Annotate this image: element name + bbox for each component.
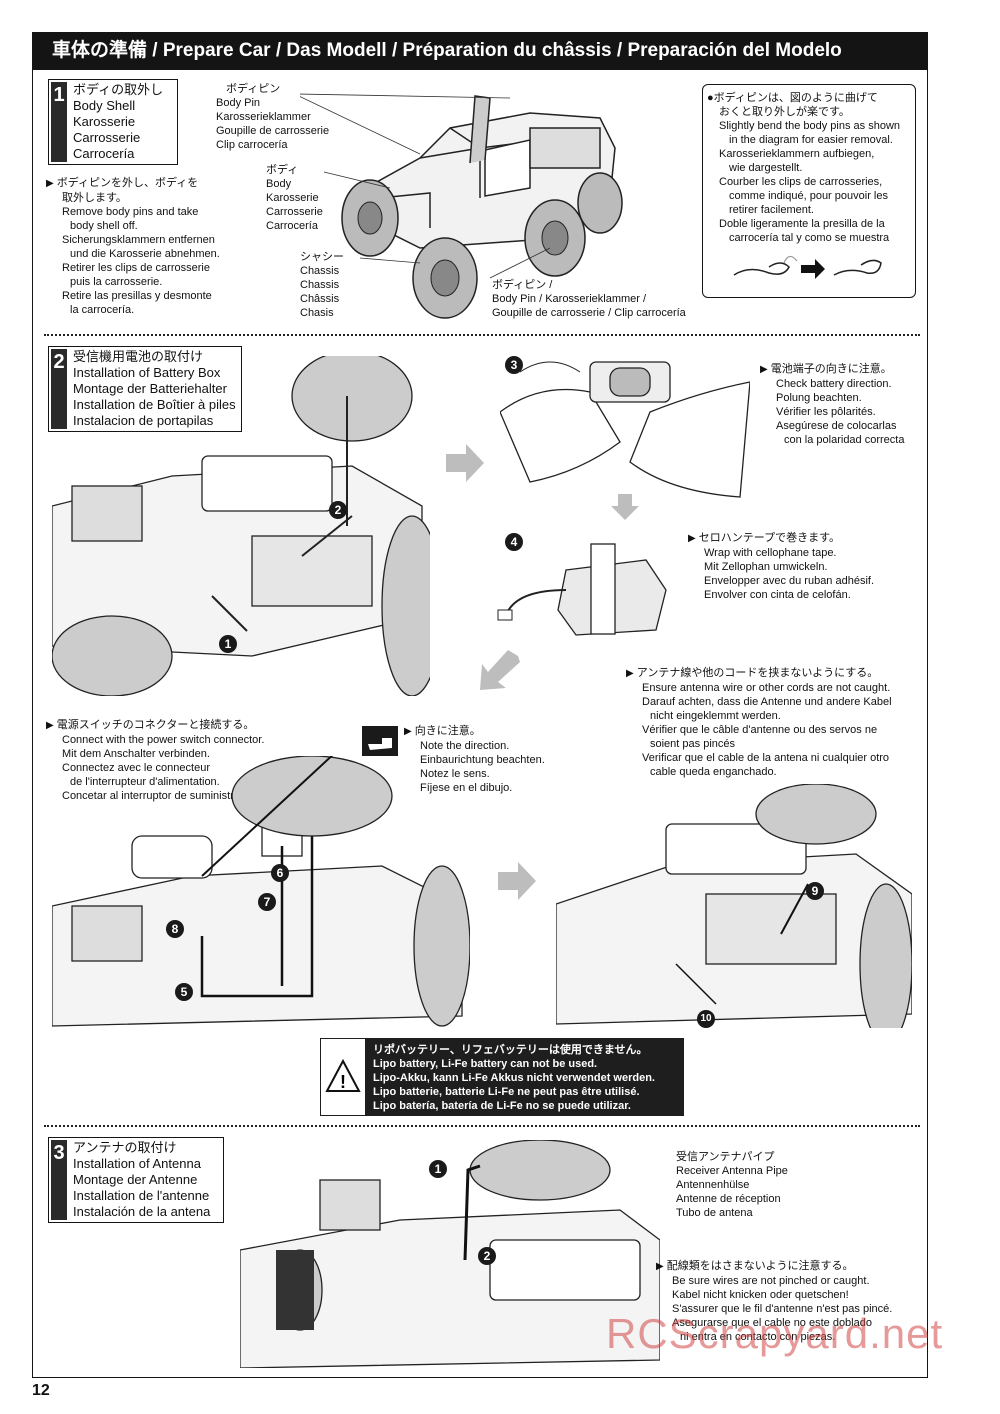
step2-line: Installation of Battery Box [73,365,221,380]
step3-line: Montage der Antenne [73,1172,198,1187]
chassis-illustration-2 [52,756,470,1027]
page-frame [32,70,928,1378]
step2-number: 2 [51,349,67,429]
step2-title-box: 2 受信機用電池の取付け Installation of Battery Box… [48,346,242,432]
step3-line: Installation of Antenna [73,1156,201,1171]
callout-4: 4 [505,533,523,551]
page-number: 12 [32,1382,50,1399]
label-body-pin: ボディピン Body Pin Karosserieklammer Goupill… [216,83,330,151]
callout-10: 10 [697,1010,715,1028]
callout-step3-2: 2 [478,1247,496,1265]
battery-insert-illustration [500,361,750,498]
callout-2: 2 [329,501,347,519]
step1-note: ▶ ボディピンを外し、ボディを 取外します。 Remove body pins … [46,177,220,316]
callout-7: 7 [258,893,276,911]
warning-box: ! リポバッテリー、リフェバッテリーは使用できません。 Lipo battery… [320,1038,684,1116]
step3-line: Installation de l'antenne [73,1188,210,1203]
step1-title-box: 1 ボディの取外し Body Shell Karosserie Carrosse… [48,79,178,165]
warning-line: Lipo batería, batería de Li-Fe no se pue… [373,1100,631,1112]
callout-8: 8 [166,920,184,938]
note-battery-direction: ▶ 電池端子の向きに注意。 Check battery direction. P… [760,363,905,446]
battery-tape-illustration [497,543,667,636]
chassis-illustration-3 [556,784,912,1028]
tip-box: ●ボディピンは、図のように曲げて おくと取り外しが楽です。 Slightly b… [702,84,916,298]
step2-line: Instalacion de portapilas [73,413,214,428]
pin-bend-diagram [733,255,882,279]
flow-arrow-down [611,494,639,520]
note-antenna-caught: ▶ アンテナ線や他のコードを挟まないようにする。 Ensure antenna … [626,667,892,778]
callout-1: 1 [219,635,237,653]
step2-line: 受信機用電池の取付け [73,349,204,364]
label-antenna-pipe: 受信アンテナパイプ Receiver Antenna Pipe Antennen… [676,1151,788,1219]
label-body: ボディ Body Karosserie Carrosserie Carrocer… [266,164,323,232]
step2-line: Installation de Boîtier à piles [73,397,236,412]
warning-line: リポバッテリー、リフェバッテリーは使用できません。 [373,1044,648,1056]
callout-step3-1: 1 [429,1160,447,1178]
note-direction: ▶ 向きに注意。 Note the direction. Einbauricht… [404,725,545,794]
note-tape: ▶ セロハンテープで巻きます。 Wrap with cellophane tap… [688,532,875,601]
warning-line: Lipo battery, Li-Fe battery can not be u… [373,1058,598,1070]
note-power-switch: ▶ 電源スイッチのコネクターと接続する。 Connect with the po… [46,719,265,802]
flow-arrow-right-2 [498,862,536,900]
callout-9: 9 [806,882,824,900]
step3-line: アンテナの取付け [73,1140,177,1155]
watermark: RCScrapyard.net [606,1310,944,1357]
step3-number: 3 [51,1140,67,1220]
warning-line: Lipo-Akku, kann Li-Fe Akkus nicht verwen… [373,1072,655,1084]
step1-line: Body Shell [73,98,136,113]
step1-line: ボディの取外し [73,82,164,97]
svg-text:!: ! [340,1072,346,1092]
warning-triangle-icon: ! [325,1058,361,1092]
truck-illustration [300,93,623,319]
antenna-illustration [240,1140,660,1368]
step3-title-box: 3 アンテナの取付け Installation of Antenna Monta… [48,1137,224,1223]
step1-line: Karosserie [73,114,136,129]
callout-3: 3 [505,356,523,374]
section-divider [44,334,920,336]
flow-arrow-diag [480,650,520,690]
step1-line: Carrosserie [73,130,141,145]
section-divider-2 [44,1125,920,1127]
note-wires: ▶ 配線類をはさまないように注意する。 Be sure wires are no… [656,1260,893,1343]
label-chassis: シャシー Chassis Chassis Châssis Chasis [300,251,344,319]
flow-arrow-right [446,444,484,482]
callout-5: 5 [175,983,193,1001]
step3-line: Instalación de la antena [73,1204,211,1219]
step2-line: Montage der Batteriehalter [73,381,227,396]
label-body-pin-2: ボディピン / Body Pin / Karosserieklammer / G… [492,279,686,319]
step1-line: Carrocería [73,146,135,161]
chassis-illustration-1 [52,356,430,696]
pointing-hand-icon [362,726,398,756]
step1-number: 1 [51,82,67,162]
section-header: 車体の準備 / Prepare Car / Das Modell / Prépa… [32,32,928,70]
warning-line: Lipo batterie, batterie Li-Fe ne peut pa… [373,1086,640,1098]
callout-6: 6 [271,864,289,882]
